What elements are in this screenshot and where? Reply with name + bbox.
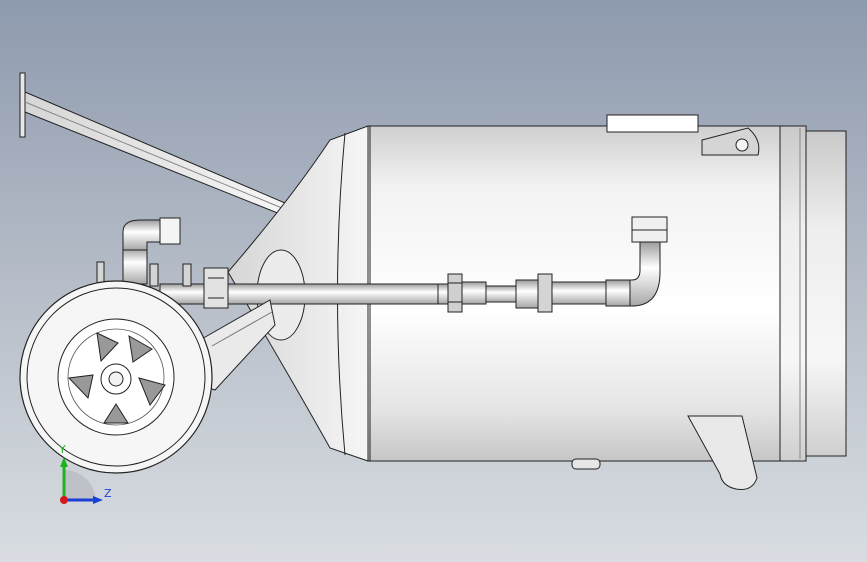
x-axis-dot	[60, 496, 68, 504]
top-plate	[606, 114, 699, 133]
tank-rear-cap	[779, 125, 847, 462]
z-axis-label: Z	[104, 487, 112, 500]
wheel	[19, 280, 213, 474]
y-axis-label: Y	[58, 443, 66, 456]
pipe-coupling	[537, 273, 553, 313]
flange-left	[96, 261, 105, 285]
coordinate-triad: Y Z	[58, 443, 112, 504]
flange-right	[182, 263, 192, 287]
triad-plane	[64, 469, 96, 500]
bottom-nozzle	[571, 458, 601, 470]
pipe-nut	[447, 273, 463, 313]
support-leg	[687, 415, 758, 490]
feed-pipe	[159, 216, 668, 313]
inlet-elbow	[96, 217, 229, 309]
flange-mid	[149, 263, 159, 287]
handle-bar	[19, 72, 286, 215]
